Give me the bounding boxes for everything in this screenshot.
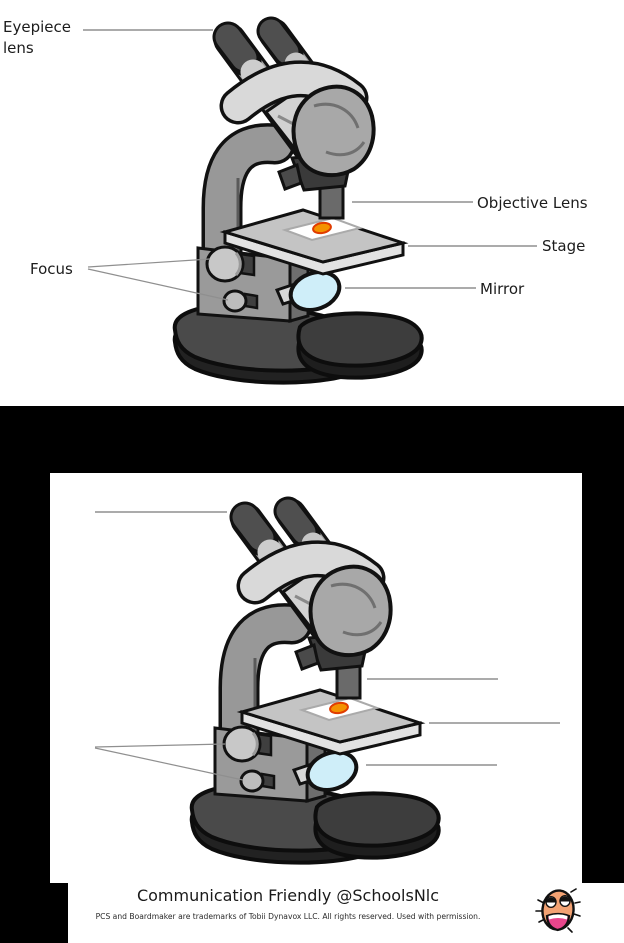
microscope-illustration-blank xyxy=(167,492,487,882)
footer-strip xyxy=(68,883,624,943)
label-objective-lens: Objective Lens xyxy=(477,194,588,212)
label-eyepiece-lens: Eyepiece lens xyxy=(3,18,71,57)
label-mirror: Mirror xyxy=(480,280,525,298)
label-focus: Focus xyxy=(30,260,73,278)
microscope-illustration-labeled xyxy=(150,12,470,402)
laughing-face-icon xyxy=(535,888,581,933)
footer-disclaimer: PCS and Boardmaker are trademarks of Tob… xyxy=(95,912,481,921)
label-stage: Stage xyxy=(542,237,586,255)
footer-title: Communication Friendly @SchoolsNlc xyxy=(136,886,440,905)
